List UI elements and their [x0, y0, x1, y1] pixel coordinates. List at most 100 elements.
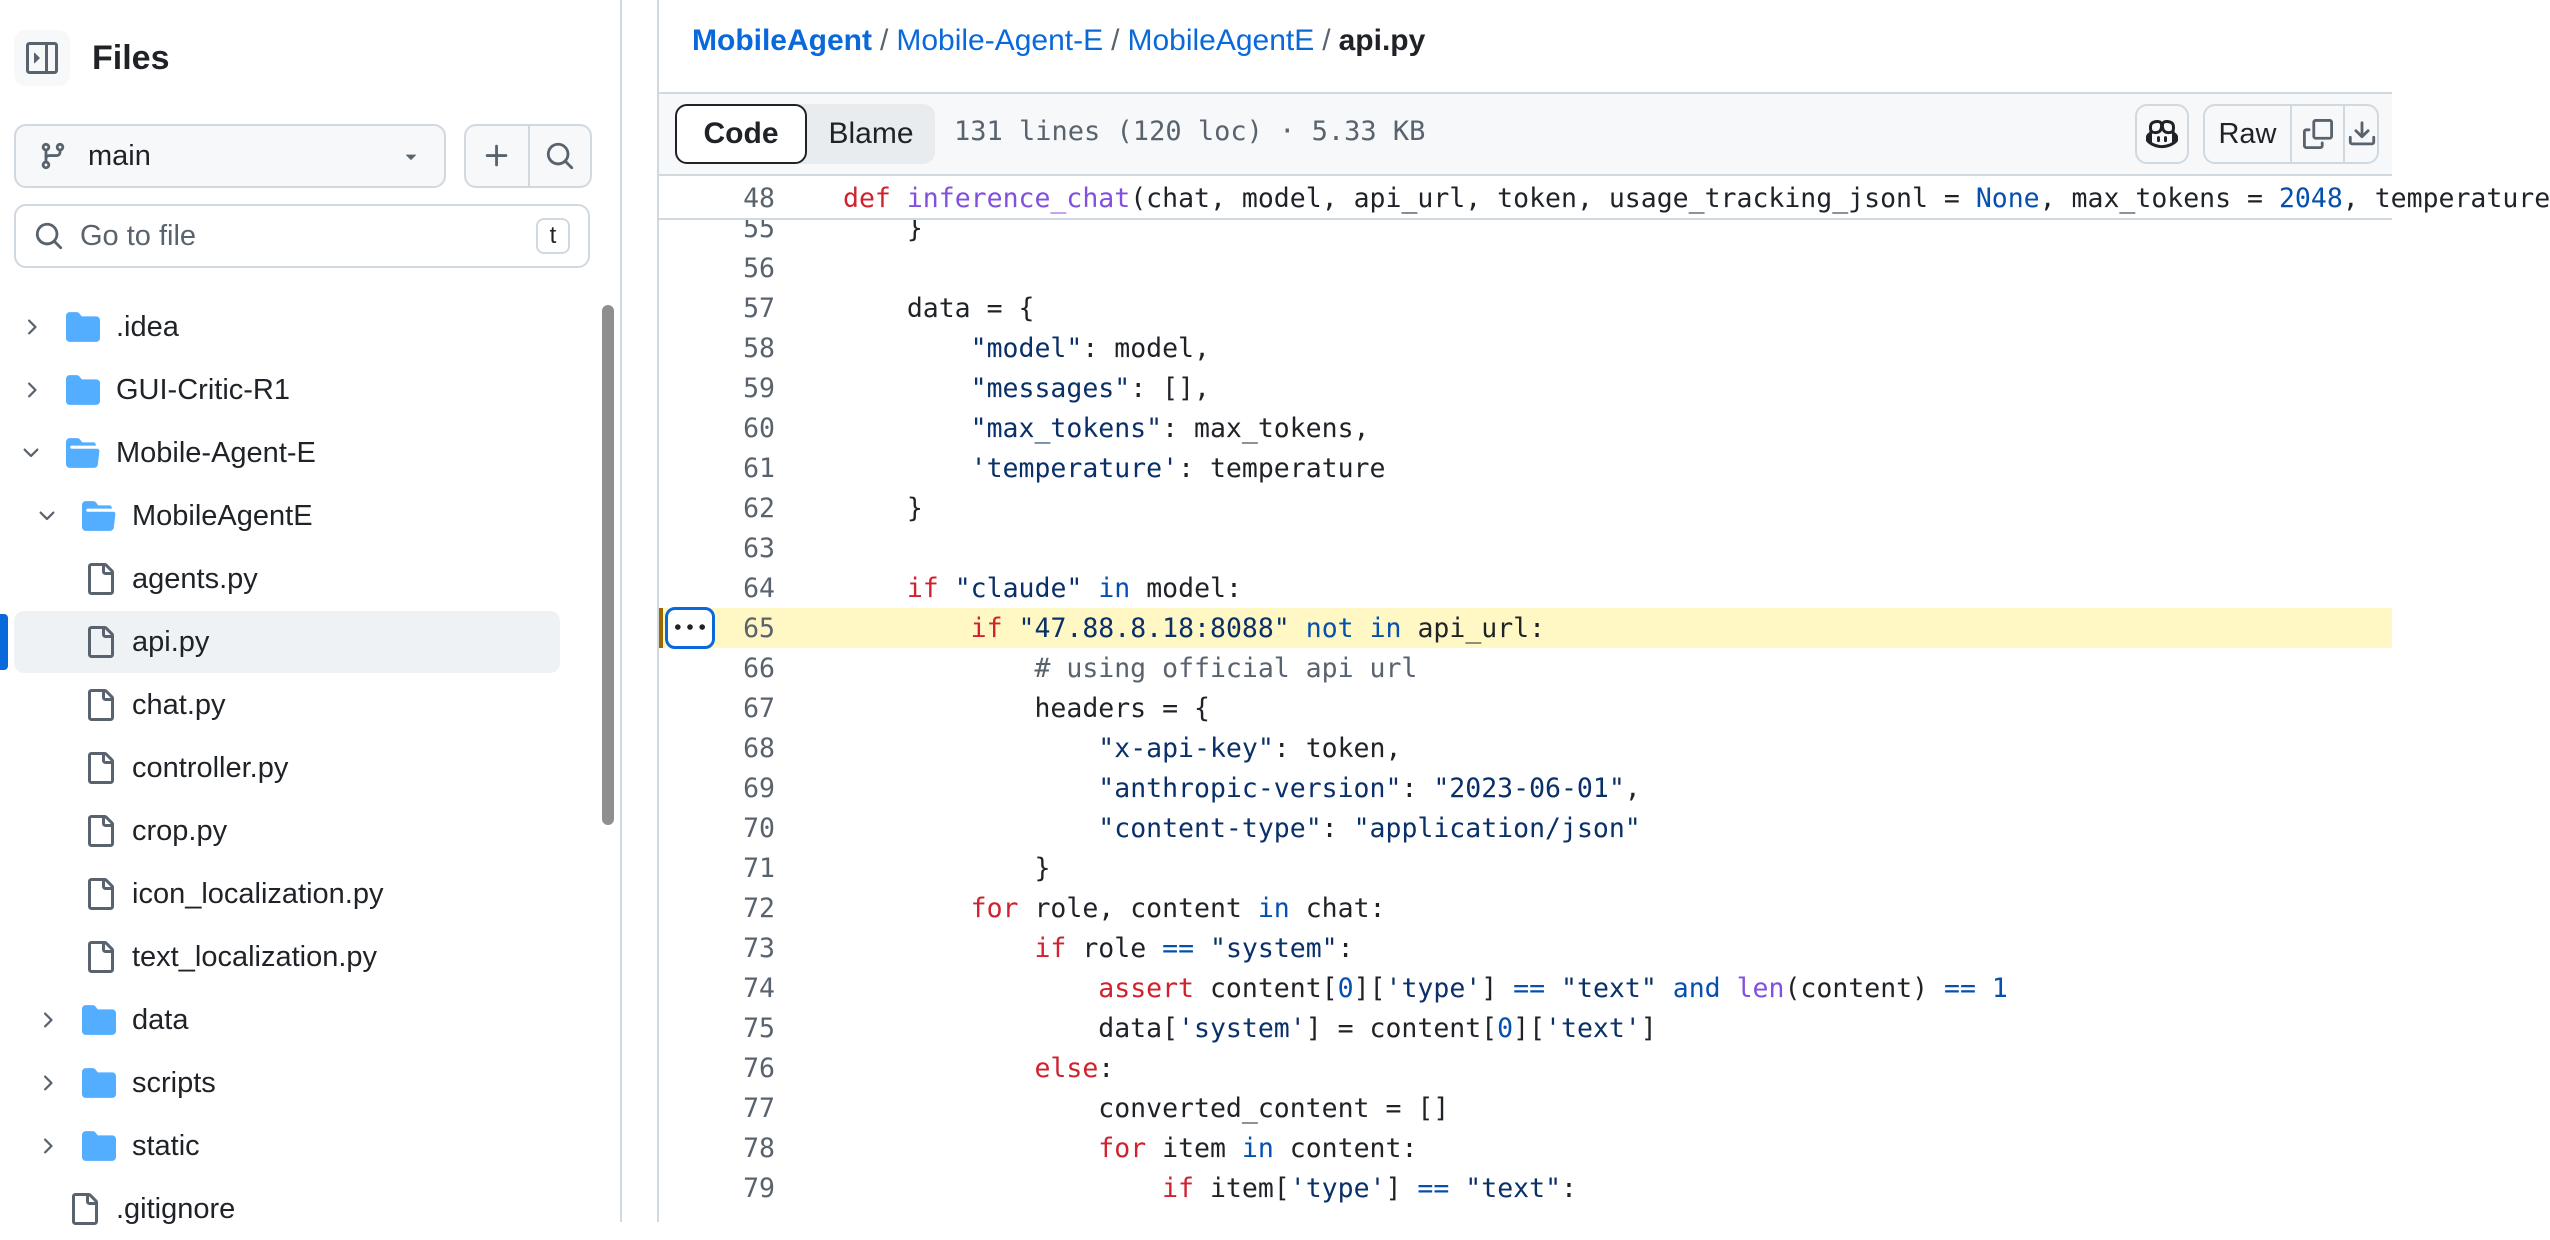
tree-file[interactable]: agents.py — [14, 548, 560, 610]
breadcrumb-separator: / — [1322, 24, 1331, 57]
code-text: if item['type'] == "text": — [1162, 1172, 1577, 1204]
code-text: def inference_chat(chat, model, api_url,… — [843, 182, 2550, 214]
tree-file[interactable]: text_localization.py — [14, 926, 560, 988]
code-text: "content-type": "application/json" — [1098, 812, 1641, 844]
file-meta-info: 131 lines (120 loc) · 5.33 KB — [954, 116, 1426, 147]
line-number[interactable]: 75 — [743, 1012, 775, 1044]
code-text: if "claude" in model: — [906, 572, 1242, 604]
line-number[interactable]: 61 — [743, 452, 775, 484]
sidebar-scrollbar-thumb[interactable] — [602, 305, 614, 825]
line-number[interactable]: 58 — [743, 332, 775, 364]
code-text: data['system'] = content[0]['text'] — [843, 1012, 1657, 1044]
tree-folder[interactable]: Mobile-Agent-E — [14, 422, 560, 484]
line-number[interactable]: 63 — [743, 532, 775, 564]
tree-file[interactable]: crop.py — [14, 800, 560, 862]
search-icon — [35, 222, 63, 250]
tree-toggle[interactable] — [16, 441, 46, 465]
line-number[interactable]: 72 — [743, 892, 775, 924]
tree-item-label: static — [132, 1129, 200, 1162]
line-number[interactable]: 62 — [743, 492, 775, 524]
collapse-sidebar-button[interactable] — [14, 30, 70, 86]
tree-file[interactable]: controller.py — [14, 737, 560, 799]
line-number[interactable]: 60 — [743, 412, 775, 444]
add-file-button[interactable] — [466, 126, 528, 186]
line-number[interactable]: 66 — [743, 652, 775, 684]
tree-toggle[interactable] — [16, 315, 46, 339]
tree-toggle[interactable] — [32, 1008, 62, 1032]
code-line: 75 data['system'] = content[0]['text'] — [659, 1008, 2392, 1048]
tree-file[interactable]: .gitignore — [14, 1178, 560, 1240]
tree-item-label: icon_localization.py — [132, 877, 384, 910]
code-line: 76 else: — [659, 1048, 2392, 1088]
code-line: 79 if item['type'] == "text": — [659, 1168, 2392, 1208]
sticky-function-header[interactable]: 48 def inference_chat(chat, model, api_u… — [659, 176, 2550, 220]
line-number[interactable]: 69 — [743, 772, 775, 804]
copy-raw-button[interactable] — [2289, 106, 2343, 162]
tree-folder[interactable]: GUI-Critic-R1 — [14, 359, 560, 421]
tree-file[interactable]: api.py — [14, 611, 560, 673]
breadcrumb-repo-link[interactable]: MobileAgent — [692, 24, 872, 57]
chevron-right-icon — [28, 382, 37, 398]
go-to-file-placeholder: Go to file — [80, 219, 197, 252]
line-number[interactable]: 65 — [743, 612, 775, 644]
line-number[interactable]: 64 — [743, 572, 775, 604]
line-number[interactable]: 70 — [743, 812, 775, 844]
sidebar-header: Files — [14, 30, 169, 86]
line-number[interactable]: 57 — [743, 292, 775, 324]
sidebar-title: Files — [92, 38, 170, 77]
line-number[interactable]: 73 — [743, 932, 775, 964]
breadcrumb-subfolder-link[interactable]: MobileAgentE — [1127, 24, 1315, 57]
go-to-file-input[interactable]: Go to file t — [14, 204, 590, 268]
tree-item-label: controller.py — [132, 751, 289, 784]
breadcrumb: MobileAgent/Mobile-Agent-E/MobileAgentE/… — [692, 24, 1425, 58]
breadcrumb-current-file: api.py — [1338, 24, 1426, 57]
line-number[interactable]: 67 — [743, 692, 775, 724]
chevron-right-icon — [28, 319, 37, 335]
tree-folder[interactable]: .idea — [14, 296, 560, 358]
code-text: "x-api-key": token, — [1098, 732, 1402, 764]
code-text: 'temperature': temperature — [970, 452, 1386, 484]
code-line: 66 # using official api url — [659, 648, 2392, 688]
tab-blame[interactable]: Blame — [828, 117, 914, 150]
line-number[interactable]: 78 — [743, 1132, 775, 1164]
code-text: "model": model, — [970, 332, 1210, 364]
tree-toggle[interactable] — [16, 378, 46, 402]
search-icon — [546, 142, 574, 170]
tree-folder[interactable]: scripts — [14, 1052, 560, 1114]
tree-toggle[interactable] — [32, 1134, 62, 1158]
branch-selector[interactable]: main — [14, 124, 446, 188]
line-options-button[interactable] — [665, 607, 715, 649]
line-number[interactable]: 74 — [743, 972, 775, 1004]
code-line: 48 def inference_chat(chat, model, api_u… — [659, 178, 2550, 218]
tree-item-label: agents.py — [132, 562, 258, 595]
tree-toggle[interactable] — [32, 504, 62, 528]
breadcrumb-folder-link[interactable]: Mobile-Agent-E — [896, 24, 1104, 57]
download-button[interactable] — [2343, 106, 2377, 162]
line-number[interactable]: 77 — [743, 1092, 775, 1124]
git-branch-icon — [41, 142, 65, 170]
tree-toggle[interactable] — [32, 1071, 62, 1095]
tree-file[interactable]: icon_localization.py — [14, 863, 560, 925]
tree-folder[interactable]: static — [14, 1115, 560, 1177]
tab-code[interactable]: Code — [675, 104, 807, 164]
code-line: 60 "max_tokens": max_tokens, — [659, 408, 2392, 448]
code-line: 73 if role == "system": — [659, 928, 2392, 968]
line-number[interactable]: 79 — [743, 1172, 775, 1204]
code-line: 61 'temperature': temperature — [659, 448, 2392, 488]
tree-folder[interactable]: MobileAgentE — [14, 485, 560, 547]
line-number[interactable]: 76 — [743, 1052, 775, 1084]
tree-folder[interactable]: data — [14, 989, 560, 1051]
code-line: 70 "content-type": "application/json" — [659, 808, 2392, 848]
tree-item-label: crop.py — [132, 814, 228, 847]
copilot-button[interactable] — [2135, 104, 2189, 164]
line-number[interactable]: 71 — [743, 852, 775, 884]
line-number[interactable]: 56 — [743, 252, 775, 284]
raw-button[interactable]: Raw — [2218, 117, 2277, 150]
line-number[interactable]: 68 — [743, 732, 775, 764]
search-code-button[interactable] — [528, 126, 590, 186]
line-number[interactable]: 59 — [743, 372, 775, 404]
copilot-icon — [2146, 119, 2178, 149]
tree-file[interactable]: chat.py — [14, 674, 560, 736]
folder-icon — [82, 1068, 116, 1098]
kebab-horizontal-icon — [675, 624, 705, 630]
